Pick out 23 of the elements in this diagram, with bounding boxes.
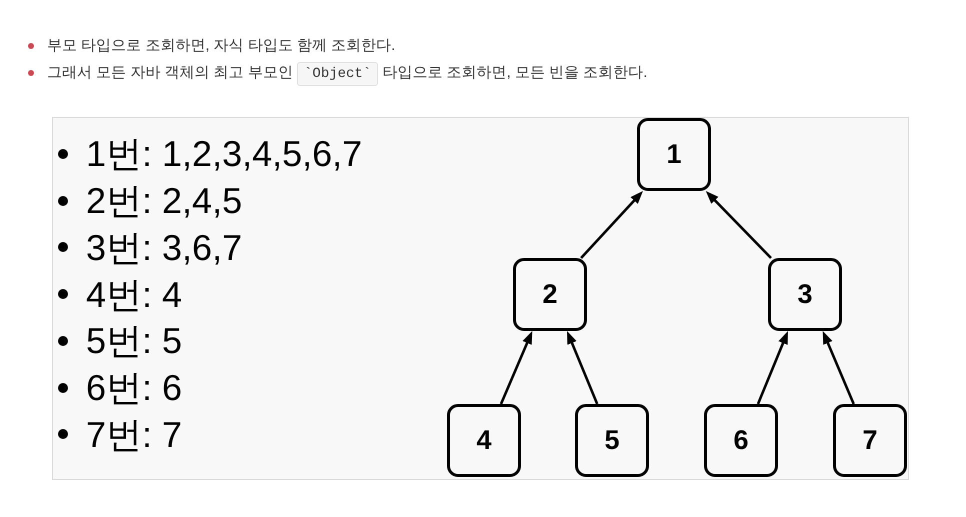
arrow — [500, 330, 532, 405]
tree-node-box: 7 — [833, 404, 907, 477]
tree-node-box: 2 — [513, 258, 587, 331]
tree-node-box: 5 — [575, 404, 649, 477]
list-item: 7번: 7 — [86, 412, 182, 457]
list-item: 6번: 6 — [86, 366, 182, 410]
list-item: 3번: 3,6,7 — [86, 226, 242, 270]
list-item: 2번: 2,4,5 — [86, 179, 242, 224]
list-item: 1번: 1,2,3,4,5,6,7 — [86, 132, 362, 176]
arrow — [822, 330, 855, 404]
arrow — [706, 191, 772, 259]
tree-node-box: 4 — [447, 404, 521, 477]
arrow — [567, 330, 598, 404]
arrow — [756, 331, 788, 404]
note-text: 그래서 모든 자바 객체의 최고 부모인 `Object` 타입으로 조회하면, 모든 빈을 조회한다. — [47, 63, 648, 84]
tree-node-box: 6 — [704, 404, 778, 477]
list-item: 4번: 4 — [86, 272, 182, 316]
tree-node-box: 3 — [768, 258, 842, 331]
tree-node-box: 1 — [637, 118, 711, 191]
arrow — [580, 191, 643, 259]
list-item: 5번: 5 — [86, 319, 182, 364]
note-text: 부모 타입으로 조회하면, 자식 타입도 함께 조회한다. — [47, 36, 396, 56]
content-panel — [52, 117, 909, 480]
